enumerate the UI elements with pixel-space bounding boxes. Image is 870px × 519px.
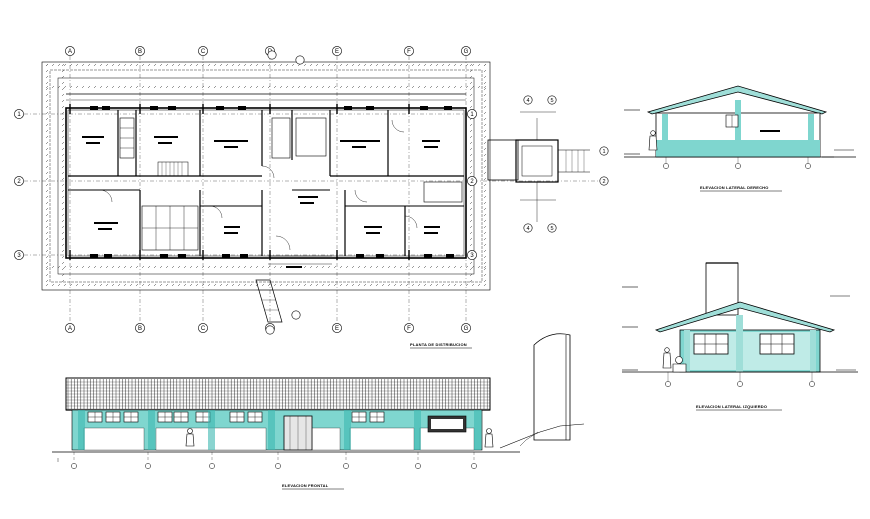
grid-bubble-col: G: [461, 323, 471, 333]
floor-plan: [24, 56, 600, 323]
window: [195, 411, 211, 423]
plan-title: PLANTA DE DISTRIBUCION: [410, 342, 467, 347]
svg-text:F: F: [407, 49, 411, 55]
svg-text:2: 2: [602, 179, 605, 185]
window: [123, 411, 139, 423]
side-elevation-right: [624, 85, 856, 169]
svg-text:C: C: [201, 49, 206, 55]
grid-bubble-col: F: [404, 46, 414, 56]
front-elevation-title: ELEVACION FRONTAL: [282, 483, 329, 488]
grid-bubble-col: E: [332, 46, 342, 56]
window: [173, 411, 189, 423]
window: [105, 411, 121, 423]
svg-text:G: G: [464, 326, 469, 332]
svg-text:1: 1: [602, 149, 605, 155]
grid-bubble-col: B: [135, 46, 145, 56]
svg-text:4: 4: [526, 226, 529, 232]
grid-bubble-annex: [291, 310, 301, 320]
grid-bubble-col: C: [198, 323, 208, 333]
grid-bubble-col: C: [198, 46, 208, 56]
grid-bubble-row: 2: [467, 176, 477, 186]
front-elevation: [52, 333, 585, 469]
grid-bubble-annex: 2: [599, 176, 609, 186]
grid-bubbles: AABBCCDDEEFFGG112233124554: [14, 46, 609, 335]
svg-text:A: A: [68, 326, 72, 332]
grid-bubble-annex: [267, 50, 277, 60]
svg-text:1: 1: [17, 112, 21, 118]
grid-bubble-col: A: [65, 46, 75, 56]
grid-bubble-annex: 4: [523, 95, 533, 105]
grid-bubble-col: E: [332, 323, 342, 333]
svg-text:B: B: [138, 326, 142, 332]
grid-bubble-row: 2: [14, 176, 24, 186]
window: [351, 411, 367, 423]
grid-bubble-annex: [265, 325, 275, 335]
grid-bubble-row: 3: [467, 250, 477, 260]
grid-bubble-row: 1: [14, 109, 24, 119]
side-elevation-left: [622, 262, 858, 387]
side-elevation-left-title: ELEVACION LATERAL IZQUIERDO: [696, 404, 768, 409]
svg-text:F: F: [407, 326, 411, 332]
svg-text:E: E: [335, 326, 339, 332]
grid-bubble-annex: 5: [547, 223, 557, 233]
svg-text:5: 5: [550, 98, 553, 104]
grid-bubble-annex: 1: [599, 146, 609, 156]
grid-bubble-row: 3: [14, 250, 24, 260]
svg-text:2: 2: [470, 179, 474, 185]
window: [157, 411, 173, 423]
svg-text:1: 1: [470, 112, 474, 118]
svg-text:4: 4: [526, 98, 529, 104]
svg-text:E: E: [335, 49, 339, 55]
grid-bubble-col: B: [135, 323, 145, 333]
caption-underlines: [282, 190, 782, 490]
svg-text:5: 5: [550, 226, 553, 232]
svg-text:3: 3: [17, 253, 21, 259]
grid-bubble-annex: [295, 55, 305, 65]
window: [87, 411, 103, 423]
side-elevation-right-title: ELEVACION LATERAL DERECHO: [700, 185, 769, 190]
room-labels: [82, 136, 440, 268]
dimension-ticks: [45, 63, 487, 287]
svg-text:3: 3: [470, 253, 474, 259]
grid-bubble-col: F: [404, 323, 414, 333]
svg-text:2: 2: [17, 179, 21, 185]
window: [247, 411, 263, 423]
svg-text:G: G: [464, 49, 469, 55]
grid-bubble-col: G: [461, 46, 471, 56]
window: [229, 411, 245, 423]
grid-bubble-row: 1: [467, 109, 477, 119]
svg-text:A: A: [68, 49, 72, 55]
grid-bubble-col: A: [65, 323, 75, 333]
grid-bubble-annex: 4: [523, 223, 533, 233]
window: [369, 411, 385, 423]
grid-bubble-annex: 5: [547, 95, 557, 105]
svg-text:B: B: [138, 49, 142, 55]
svg-text:C: C: [201, 326, 206, 332]
